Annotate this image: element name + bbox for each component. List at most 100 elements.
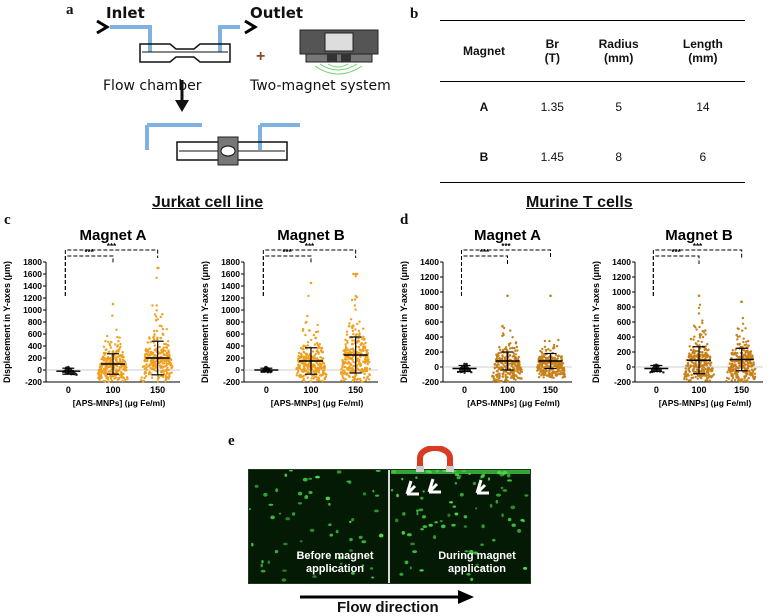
data-point <box>704 351 707 355</box>
data-point <box>145 368 148 372</box>
data-point <box>314 367 317 370</box>
data-point <box>357 329 361 333</box>
data-point <box>505 348 509 352</box>
data-point <box>749 361 752 364</box>
cell <box>335 529 339 534</box>
data-point <box>693 335 696 338</box>
data-point <box>109 374 112 378</box>
data-point <box>300 353 303 356</box>
data-point <box>549 294 552 298</box>
data-point <box>499 379 503 383</box>
data-point <box>706 354 709 357</box>
data-point <box>701 374 704 378</box>
data-point <box>154 319 158 322</box>
data-point <box>344 343 347 346</box>
y-tick-label: 1200 <box>23 293 42 303</box>
data-point <box>519 366 522 369</box>
data-point <box>164 349 167 353</box>
data-point <box>550 372 553 375</box>
data-point <box>115 359 118 363</box>
cell <box>422 525 428 528</box>
data-point <box>707 371 710 375</box>
scatter-column-150 <box>139 266 174 383</box>
data-point <box>353 369 356 373</box>
data-point <box>310 377 313 380</box>
cell <box>475 507 478 510</box>
data-point <box>345 362 349 365</box>
data-point <box>344 377 347 381</box>
data-point <box>557 338 560 342</box>
data-point <box>736 335 739 338</box>
data-point <box>352 332 355 336</box>
data-point <box>540 374 543 377</box>
data-point <box>320 367 323 370</box>
cell <box>466 573 471 576</box>
data-point <box>323 377 326 380</box>
data-point <box>366 362 369 366</box>
y-tick-label: 400 <box>28 341 42 351</box>
data-point <box>747 376 750 380</box>
data-point <box>688 352 691 355</box>
data-point <box>349 318 353 321</box>
data-point <box>111 314 114 317</box>
data-point <box>312 333 316 337</box>
data-point <box>513 374 516 377</box>
data-point <box>731 349 734 352</box>
data-point <box>356 357 360 360</box>
data-point <box>362 349 365 352</box>
cell <box>289 470 293 472</box>
y-tick-label: 200 <box>617 347 631 357</box>
cell <box>511 523 516 527</box>
data-point <box>301 329 305 332</box>
data-point <box>547 371 550 375</box>
data-point <box>729 371 732 374</box>
data-point <box>748 364 751 368</box>
data-point <box>701 319 704 322</box>
data-point <box>316 368 319 371</box>
data-point <box>105 375 108 378</box>
data-point <box>160 371 163 374</box>
data-point <box>742 355 745 358</box>
cell <box>487 477 491 481</box>
flow-chamber-label: Flow chamber <box>103 78 202 94</box>
data-point <box>552 345 555 349</box>
data-point <box>363 345 367 348</box>
data-point <box>313 364 316 367</box>
data-point <box>750 368 754 371</box>
data-point <box>345 349 348 352</box>
cell <box>407 533 412 537</box>
data-point <box>513 368 516 372</box>
plot-title: Magnet B <box>665 227 733 244</box>
data-point <box>153 364 156 368</box>
data-point <box>729 367 732 370</box>
cell <box>291 512 296 516</box>
data-point <box>753 377 756 381</box>
x-axis-label: [APS-MNPs] (μg Fe/ml) <box>73 398 166 408</box>
data-point <box>110 379 114 382</box>
data-point <box>734 371 738 374</box>
data-point <box>97 376 100 380</box>
data-point <box>368 367 372 370</box>
data-point <box>368 373 371 376</box>
cell <box>479 566 484 569</box>
cell <box>404 560 409 565</box>
data-point <box>302 355 305 358</box>
data-point <box>705 374 708 377</box>
data-point <box>167 350 171 354</box>
data-point <box>340 372 343 376</box>
x-tick-label: 0 <box>654 385 659 395</box>
data-point <box>517 364 520 367</box>
data-point <box>298 366 301 369</box>
table-cell: A <box>479 100 489 114</box>
data-point <box>306 366 309 369</box>
cell <box>281 578 287 582</box>
data-point <box>314 370 317 374</box>
data-point <box>502 326 506 330</box>
data-point <box>747 339 750 343</box>
cell <box>308 491 313 494</box>
magnet-table: Magnet Br (T) Radius (mm) Length (mm) A … <box>440 20 745 183</box>
data-point <box>317 371 321 374</box>
cell <box>520 519 524 522</box>
data-point <box>497 378 500 381</box>
data-point <box>105 359 108 362</box>
